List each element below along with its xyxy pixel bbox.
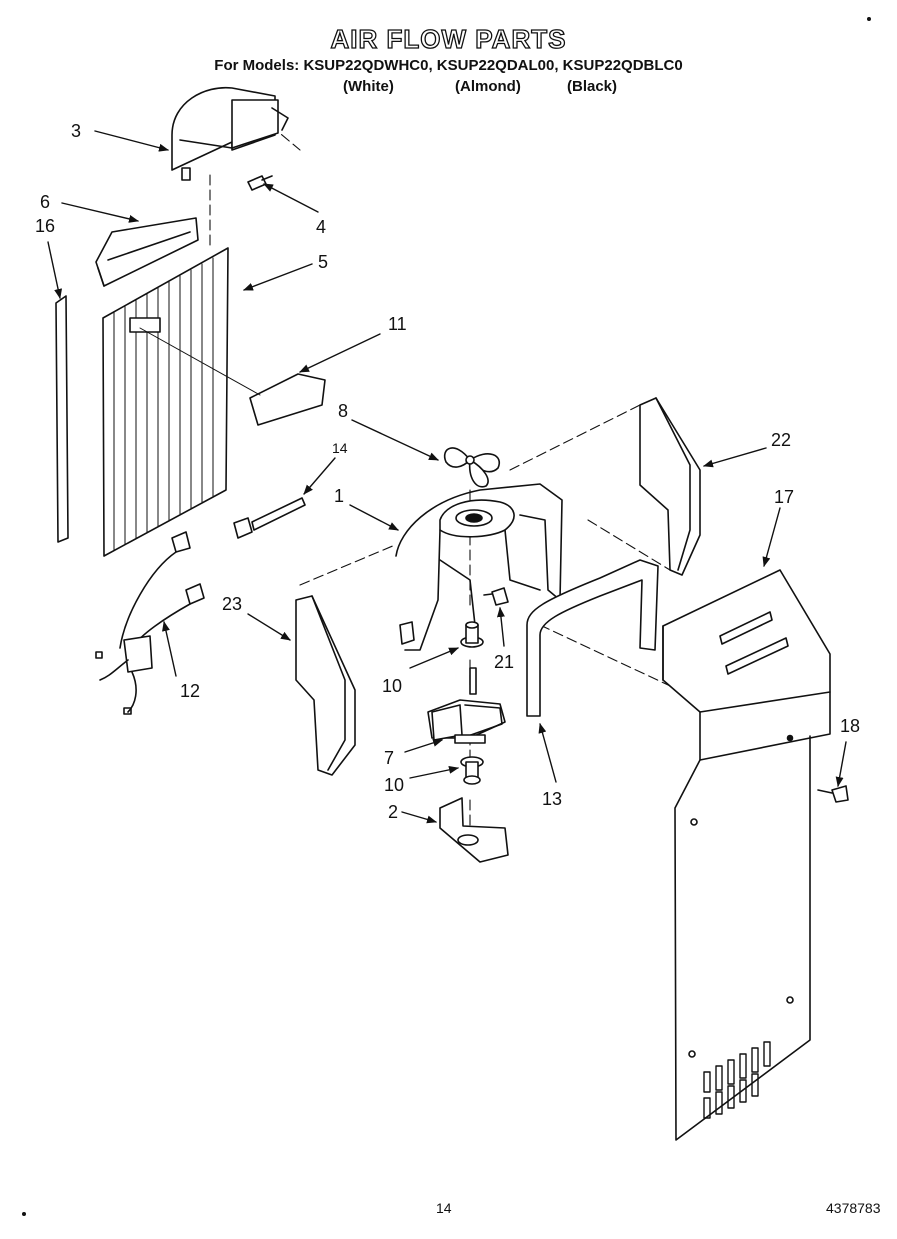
part-thermistor (233, 497, 306, 539)
callout-5: 5 (318, 252, 328, 272)
callout-14: 14 (332, 440, 348, 456)
callout-17: 17 (774, 487, 794, 507)
part-gasket-strip (55, 295, 69, 543)
part-duct-cover (171, 86, 289, 181)
part-screw-21 (483, 587, 509, 606)
leader-lines (47, 130, 847, 824)
callout-10-lower: 10 (384, 775, 404, 795)
part-right-duct (639, 397, 701, 576)
part-channel-seal (526, 559, 659, 717)
part-rear-duct (662, 569, 831, 1141)
color-label-black: (Black) (567, 78, 618, 95)
callout-4: 4 (316, 217, 326, 237)
part-fan-motor (427, 667, 506, 744)
part-grommet-lower (460, 756, 484, 785)
callout-11: 11 (388, 314, 407, 334)
part-sensor-bracket (139, 327, 326, 426)
callout-numbers: 3 4 6 16 5 11 8 14 1 22 17 23 12 10 21 7… (35, 121, 860, 822)
part-screw-4 (247, 175, 273, 191)
part-screw-18 (817, 785, 849, 803)
callout-6: 6 (40, 192, 50, 212)
part-grommet-upper (460, 621, 484, 648)
callout-8: 8 (338, 401, 348, 421)
part-light-shield (95, 217, 199, 287)
callout-3: 3 (71, 121, 81, 141)
corner-dot (867, 17, 871, 21)
part-left-duct (295, 595, 356, 776)
page-number: 14 (436, 1200, 452, 1216)
part-fan-blade (443, 447, 501, 488)
color-label-white: (White) (343, 78, 394, 95)
callout-16: 16 (35, 216, 55, 236)
page-title: AIR FLOW PARTS (330, 23, 567, 54)
models-line: For Models: KSUP22QDWHC0, KSUP22QDAL00, … (214, 57, 683, 74)
part-wire-harness (95, 531, 205, 715)
callout-13: 13 (542, 789, 562, 809)
callout-18: 18 (840, 716, 860, 736)
callout-12: 12 (180, 681, 200, 701)
part-fan-shroud (395, 483, 563, 651)
document-number: 4378783 (826, 1200, 881, 1216)
color-label-almond: (Almond) (455, 78, 521, 95)
callout-10-upper: 10 (382, 676, 402, 696)
callout-21: 21 (494, 652, 514, 672)
part-evaporator-cover (102, 247, 229, 557)
callout-1: 1 (334, 486, 344, 506)
callout-23: 23 (222, 594, 242, 614)
part-motor-bracket (439, 797, 509, 863)
callout-2: 2 (388, 802, 398, 822)
corner-dot (22, 1212, 26, 1216)
callout-7: 7 (384, 748, 394, 768)
callout-22: 22 (771, 430, 791, 450)
